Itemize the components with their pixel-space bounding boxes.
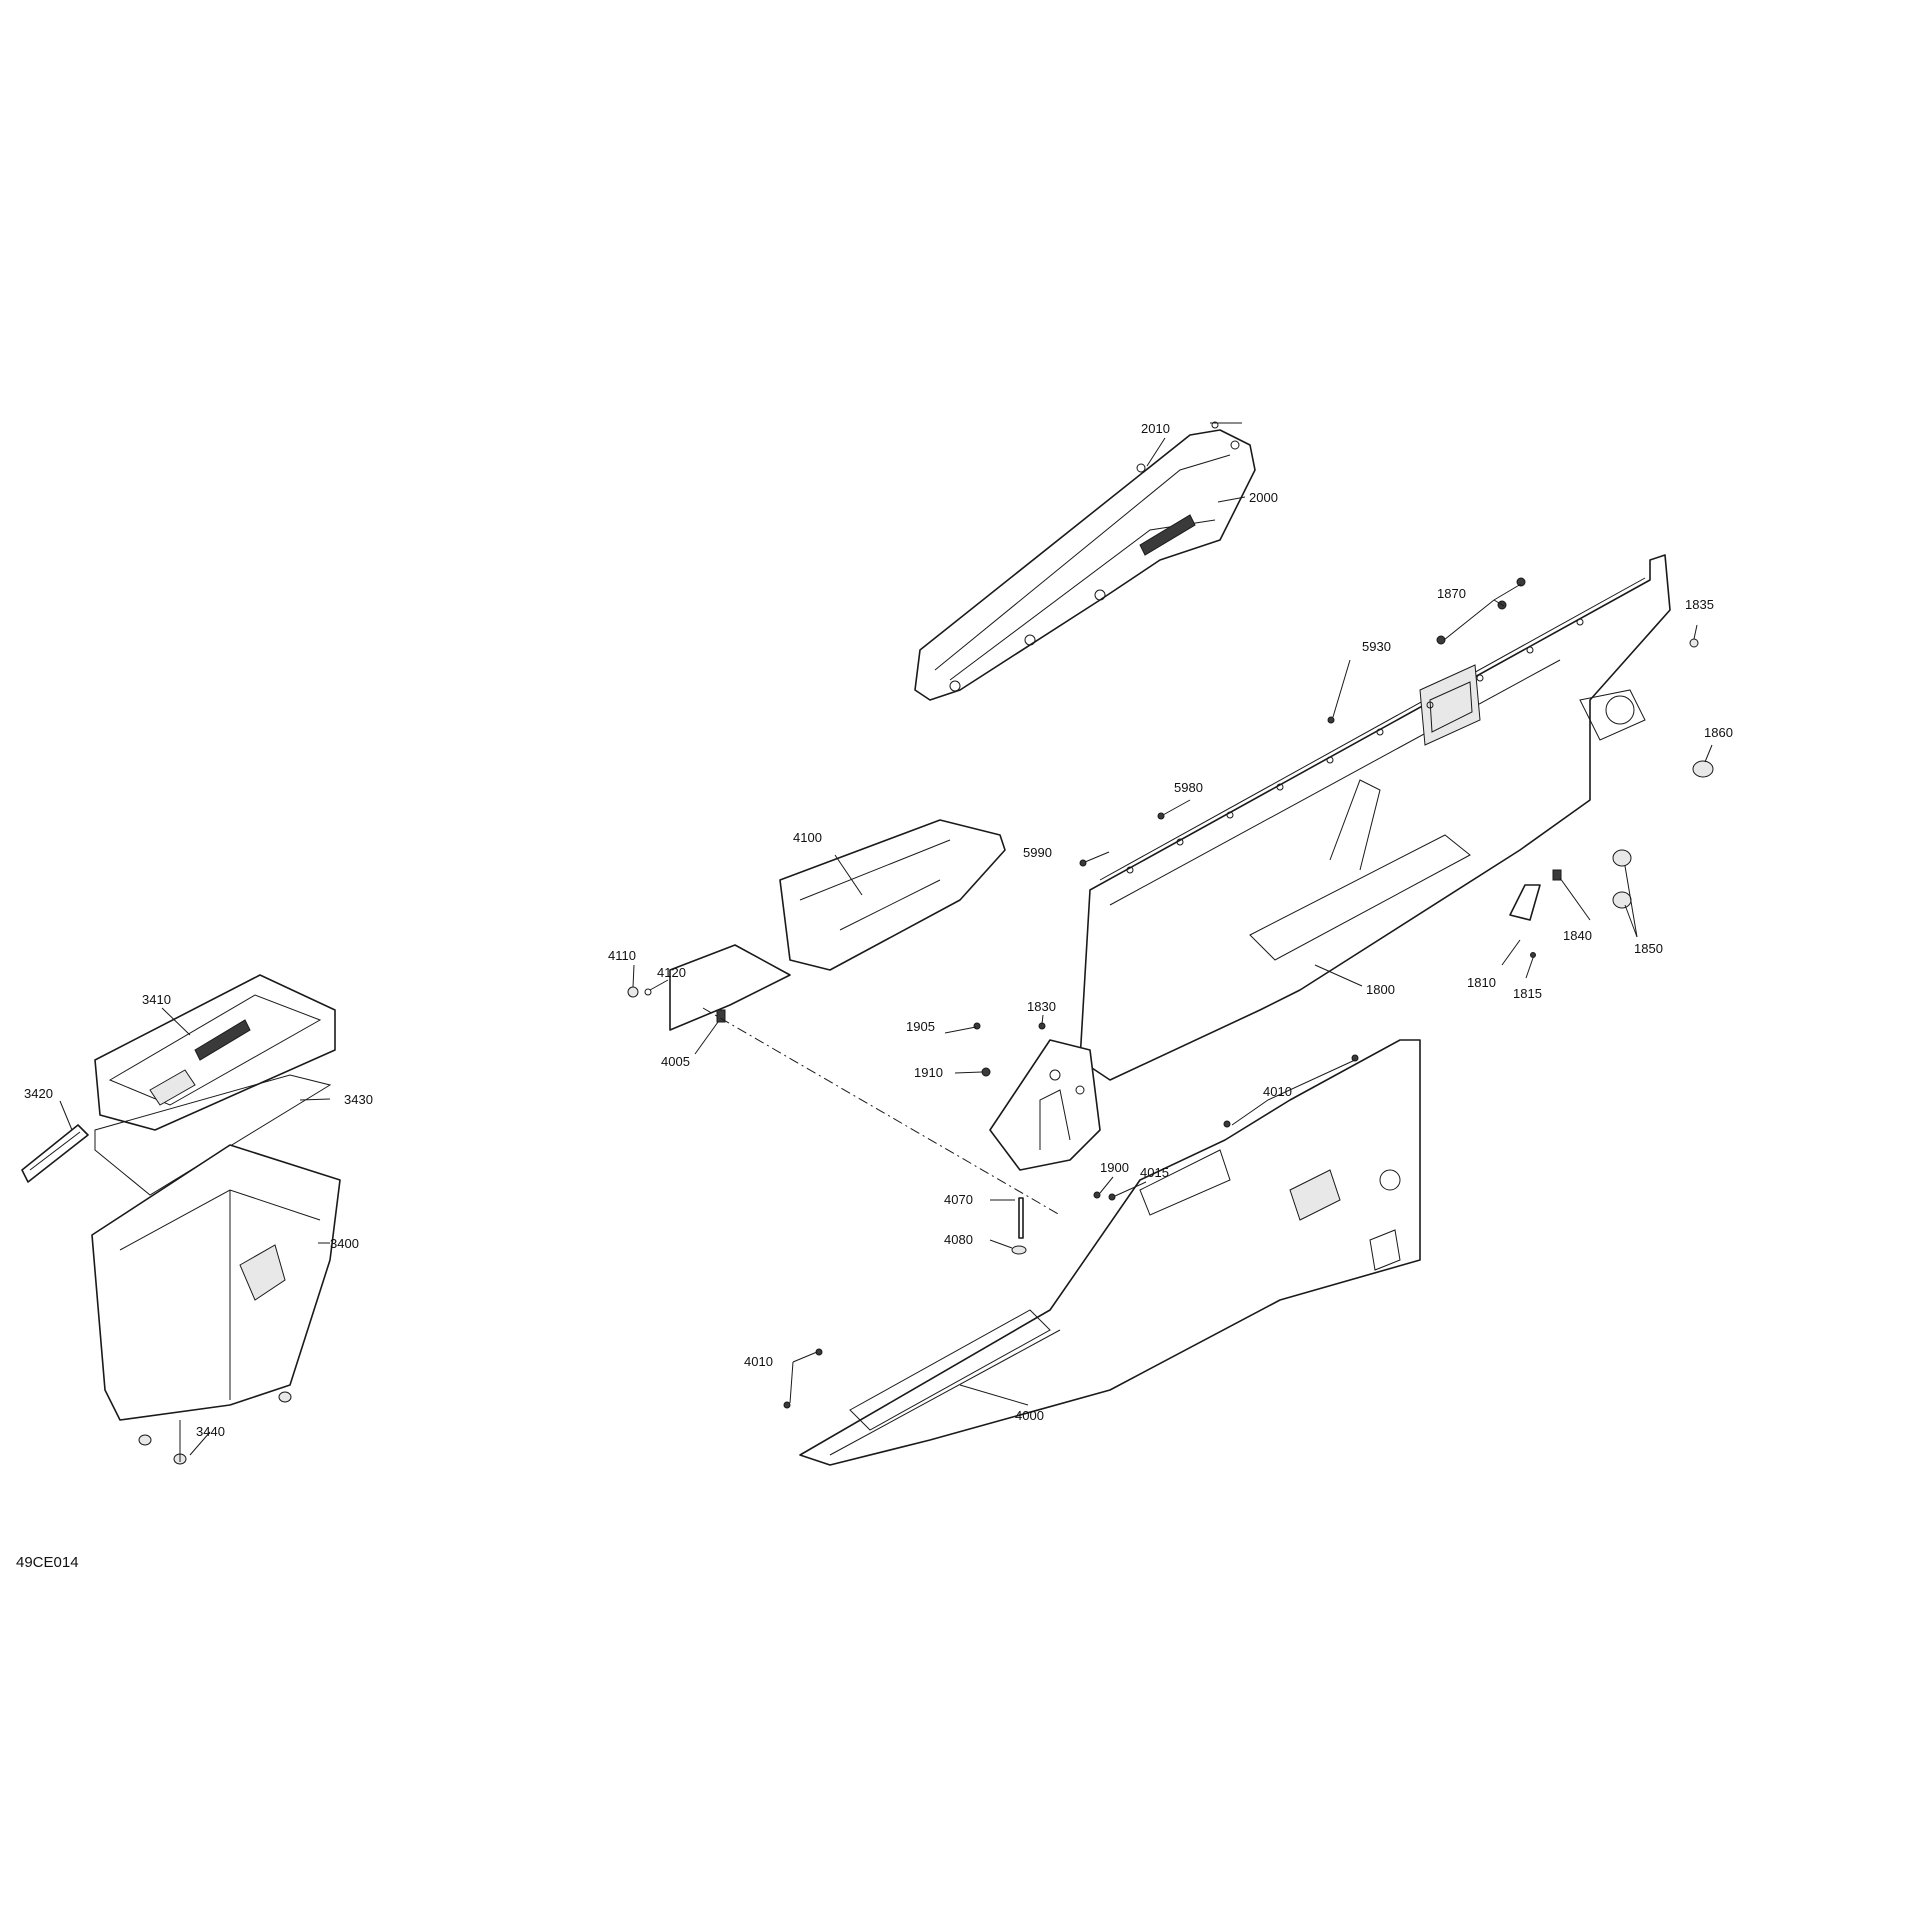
callout-1870: 1870 [1437,586,1466,601]
callout-3410: 3410 [142,992,171,1007]
callout-5930: 5930 [1362,639,1391,654]
callout-4000: 4000 [1015,1408,1044,1423]
part-4010-screws [783,1054,1359,1409]
callout-labels: 2010 2000 1870 1835 5930 1860 5980 5990 … [16,421,1733,1571]
part-1910-nut [981,1067,991,1077]
part-1900-bolt [1093,1191,1101,1199]
callout-4070: 4070 [944,1192,973,1207]
callout-4005: 4005 [661,1054,690,1069]
callout-3430: 3430 [344,1092,373,1107]
part-3410-box-lid [94,974,336,1131]
part-2000-upper-trim-panel [914,429,1256,701]
callout-4010-lower: 4010 [744,1354,773,1369]
callout-1800: 1800 [1366,982,1395,997]
callout-5980: 5980 [1174,780,1203,795]
part-3400-storage-box [91,1144,341,1421]
part-4070-pin [1018,1197,1024,1239]
part-3430-lid-seal [94,1074,332,1196]
callout-4100: 4100 [793,830,822,845]
callout-1910: 1910 [914,1065,943,1080]
part-1800-rear-frame-panel [1079,554,1671,1081]
leader-lines [59,422,1713,1462]
callout-1810: 1810 [1467,975,1496,990]
part-4100-duct [669,819,1006,1031]
part-1810-latch [1509,884,1541,921]
part-1860-grommet [1692,760,1714,778]
part-3420-box-handle [21,1124,89,1183]
callout-1905: 1905 [906,1019,935,1034]
callout-1840: 1840 [1563,928,1592,943]
callout-4080: 4080 [944,1232,973,1247]
part-1840-clip [1552,869,1562,881]
callout-3420: 3420 [24,1086,53,1101]
part-2010-clip [1136,421,1219,473]
callout-4120: 4120 [657,965,686,980]
part-4120-washer [644,988,652,996]
callout-1815: 1815 [1513,986,1542,1001]
callout-3440: 3440 [196,1424,225,1439]
assembly-centerline [702,1007,1061,1216]
part-1905-bolt [973,1022,981,1030]
callout-4110: 4110 [608,948,636,963]
part-1815-screw [1530,952,1536,958]
callout-4010-upper: 4010 [1263,1084,1292,1099]
part-4110-fastener [627,986,639,998]
callout-1830: 1830 [1027,999,1056,1014]
part-4015-bolt [1108,1193,1116,1201]
part-1850-bumpers [1612,849,1632,909]
part-4005-clip [716,1009,726,1023]
callout-4015: 4015 [1140,1165,1169,1180]
part-5990-fastener [1079,859,1087,867]
callout-1835: 1835 [1685,597,1714,612]
part-5930-fastener [1327,716,1335,724]
part-5980-fastener [1157,812,1165,820]
figure-code: 49CE014 [16,1554,79,1571]
callout-2010: 2010 [1141,421,1170,436]
callout-1900: 1900 [1100,1160,1129,1175]
part-4080-washer [1011,1245,1027,1255]
part-1800-left-support-bracket [989,1039,1101,1171]
callout-5990: 5990 [1023,845,1052,860]
callout-1860: 1860 [1704,725,1733,740]
callout-1850: 1850 [1634,941,1663,956]
callout-3400: 3400 [330,1236,359,1251]
part-1835-nut [1689,638,1699,648]
part-4000-floor-channel [799,1039,1421,1466]
panel-mounting-holes [1126,618,1584,874]
callout-2000: 2000 [1249,490,1278,505]
